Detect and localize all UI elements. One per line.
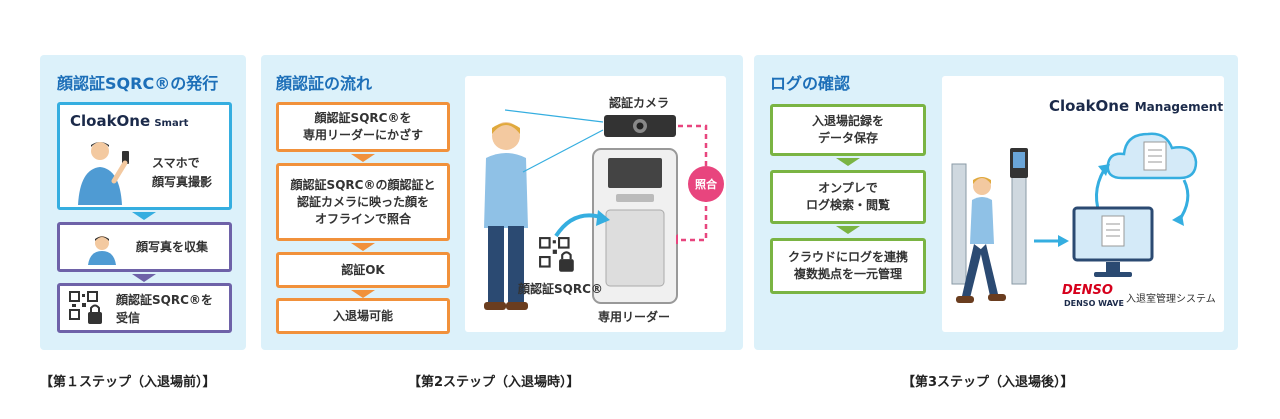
step3-caption: 【第3ステップ（入退場後）】 <box>902 375 1074 390</box>
qr-lock-icon <box>69 291 102 324</box>
denso-wave-logo: DENSO WAVE <box>1064 299 1124 308</box>
person-phone-icon <box>78 142 129 205</box>
step2-caption: 【第2ステップ（入退場時）】 <box>408 375 580 390</box>
step2-box-2: 顔認証SQRC®の顔認証と認証カメラに映った顔をオフラインで照合 <box>276 163 450 241</box>
step3-arrow-1 <box>836 158 860 166</box>
gate-walking-person-icon <box>951 148 1028 303</box>
step2-arrow-1 <box>351 154 375 162</box>
step2-arrow-2 <box>351 243 375 251</box>
system-label: 入退室管理システム <box>1126 294 1216 305</box>
step2-box-4: 入退場可能 <box>276 298 450 334</box>
denso-logo: DENSO <box>1062 283 1113 298</box>
step3-box-3: クラウドにログを連携複数拠点を一元管理 <box>770 238 926 294</box>
step3-box-1: 入退場記録をデータ保存 <box>770 104 926 156</box>
step2-box-1: 顔認証SQRC®を専用リーダーにかざす <box>276 102 450 152</box>
receive-text-2: 受信 <box>116 311 141 325</box>
step3-title: ログの確認 <box>770 74 851 93</box>
monitor-icon <box>1072 206 1154 277</box>
collect-text: 顔写真を収集 <box>136 240 209 254</box>
match-badge: 照合 <box>688 166 724 202</box>
step3-arrow-2 <box>836 226 860 234</box>
phone-text-1: スマホで <box>152 156 200 170</box>
tap-arrow <box>554 210 610 238</box>
reader-device-icon <box>592 148 678 304</box>
cloakone-management-logo: CloakOne Management <box>1049 97 1224 115</box>
cloakone-smart-logo: CloakOne Smart <box>70 112 189 130</box>
cloud-icon <box>1106 132 1198 180</box>
step1-arrow-2 <box>132 274 156 282</box>
sqrc-label: 顔認証SQRC® <box>518 282 603 296</box>
step2-arrow-3 <box>351 290 375 298</box>
sqrc-qr-icon <box>539 237 574 272</box>
step1-title: 顔認証SQRC®の発行 <box>57 74 219 93</box>
reader-label: 専用リーダー <box>598 310 671 324</box>
step1-collect-box: 顔写真を収集 <box>57 222 232 272</box>
step1-caption: 【第１ステップ（入退場前）】 <box>40 375 216 390</box>
step3-box-2: オンプレでログ検索・閲覧 <box>770 170 926 224</box>
camera-label: 認証カメラ <box>609 96 670 110</box>
step2-box-3: 認証OK <box>276 252 450 288</box>
phone-text-2: 顔写真撮影 <box>152 175 213 189</box>
sight-lines <box>505 109 604 173</box>
receive-text-1: 顔認証SQRC®を <box>116 293 213 307</box>
step1-arrow-1 <box>132 212 156 220</box>
step1-receive-box: 顔認証SQRC®を 受信 <box>57 283 232 333</box>
step1-smart-box: CloakOne Smart スマホで 顔写真撮影 <box>57 102 232 210</box>
step2-title: 顔認証の流れ <box>276 74 373 93</box>
gate-to-monitor-arrow <box>1034 235 1069 247</box>
face-photo-icon <box>88 236 116 265</box>
auth-camera-icon <box>604 115 676 137</box>
person-standing-icon <box>484 122 528 310</box>
